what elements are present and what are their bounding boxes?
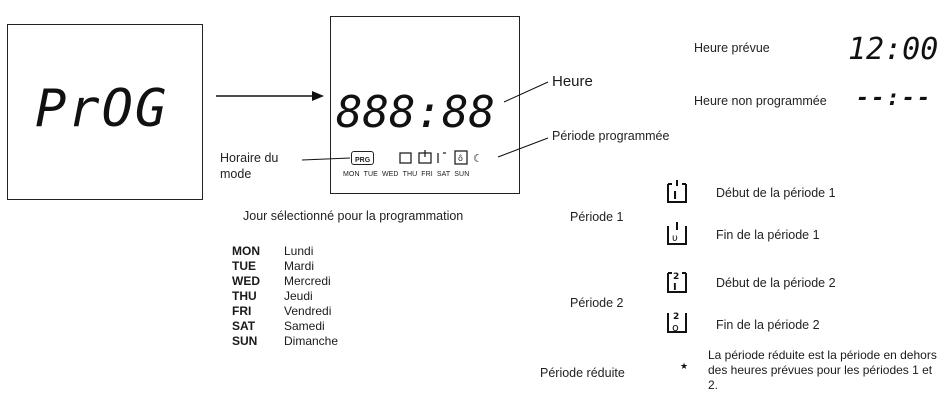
day-name: Mercredi	[284, 274, 331, 288]
svg-text:★: ★	[680, 362, 688, 372]
jour-selectionne-label: Jour sélectionné pour la programmation	[243, 209, 464, 223]
center-lcd-display: 888:88 PRG ô ☾ MON TUE WED THU FRI SAT S…	[330, 16, 520, 194]
heure-label: Heure	[552, 73, 593, 90]
lcd-day-fri: FRI	[421, 171, 433, 178]
right-arrow-icon	[216, 91, 324, 101]
period1-start-icon: I	[667, 180, 687, 203]
periode-reduite-label: Période réduite	[540, 366, 625, 380]
center-lcd-digits: 888:88	[336, 87, 495, 138]
heure-non-programmee-value: --:--	[856, 86, 933, 111]
day-legend-row: WED Mercredi	[232, 274, 338, 289]
day-name: Lundi	[284, 244, 314, 258]
svg-text:o: o	[672, 321, 679, 334]
lcd-day-mon: MON	[343, 171, 360, 178]
debut-p1-text: Début de la période 1	[716, 186, 836, 200]
day-name: Jeudi	[284, 289, 313, 303]
svg-text:υ: υ	[672, 233, 678, 244]
day-legend-row: MON Lundi	[232, 244, 338, 259]
lcd-day-sat: SAT	[436, 171, 451, 178]
lcd-day-wed: WED	[381, 171, 399, 178]
periode-programmee-label: Période programmée	[552, 129, 670, 143]
periode1-label: Période 1	[570, 210, 624, 224]
reduite-description: La période réduite est la période en deh…	[708, 348, 937, 392]
day-abbr: MON	[232, 244, 260, 258]
day-abbr: SAT	[232, 319, 256, 333]
day-legend-row: SUN Dimanche	[232, 334, 338, 349]
lcd-period-icons: ô ☾	[399, 150, 483, 165]
day-legend-row: SAT Samedi	[232, 319, 338, 334]
lcd-day-tue: TUE	[363, 171, 378, 178]
day-abbr: SUN	[232, 334, 258, 348]
debut-p2-text: Début de la période 2	[716, 276, 836, 290]
period2-end-icon: 2 o	[667, 312, 687, 334]
day-name: Dimanche	[284, 334, 339, 348]
periode2-label: Période 2	[570, 296, 624, 310]
day-name: Samedi	[284, 319, 325, 333]
svg-text:2: 2	[673, 272, 679, 282]
svg-text:I: I	[673, 189, 677, 202]
day-abbr: THU	[232, 289, 257, 303]
horaire-du-mode-label: Horaire du mode	[220, 151, 279, 181]
lcd-day-thu: THU	[402, 171, 418, 178]
day-legend-row: THU Jeudi	[232, 289, 338, 304]
svg-text:ô: ô	[458, 153, 463, 163]
fin-p2-text: Fin de la période 2	[716, 318, 820, 332]
heure-non-programmee-label: Heure non programmée	[694, 94, 827, 108]
prg-badge-label: PRG	[355, 157, 371, 164]
lcd-day-row: MON TUE WED THU FRI SAT SUN	[343, 171, 469, 178]
svg-text:I: I	[673, 282, 677, 293]
heure-prevue-value: 12:00	[848, 32, 939, 67]
day-abbr: WED	[232, 274, 260, 288]
day-abbr: FRI	[232, 304, 252, 318]
period2-start-icon: 2 I	[667, 272, 687, 293]
left-lcd-display: PrOG	[7, 24, 203, 200]
moon-star-icon: ★	[669, 361, 688, 379]
day-legend-row: FRI Vendredi	[232, 304, 338, 319]
day-abbr: TUE	[232, 259, 256, 273]
prg-badge: PRG	[351, 151, 375, 165]
fin-p1-text: Fin de la période 1	[716, 228, 820, 242]
svg-text:2: 2	[673, 312, 679, 322]
day-legend-table: MON Lundi TUE Mardi WED Mercredi THU Jeudi F…	[232, 244, 338, 349]
day-name: Vendredi	[284, 304, 332, 318]
day-name: Mardi	[284, 259, 315, 273]
period1-end-icon: υ	[667, 222, 687, 245]
lcd-day-sun: SUN	[454, 171, 470, 178]
svg-text:☾: ☾	[473, 152, 483, 165]
heure-prevue-label: Heure prévue	[694, 41, 770, 55]
left-lcd-text: PrOG	[35, 79, 169, 139]
day-legend-row: TUE Mardi	[232, 259, 338, 274]
